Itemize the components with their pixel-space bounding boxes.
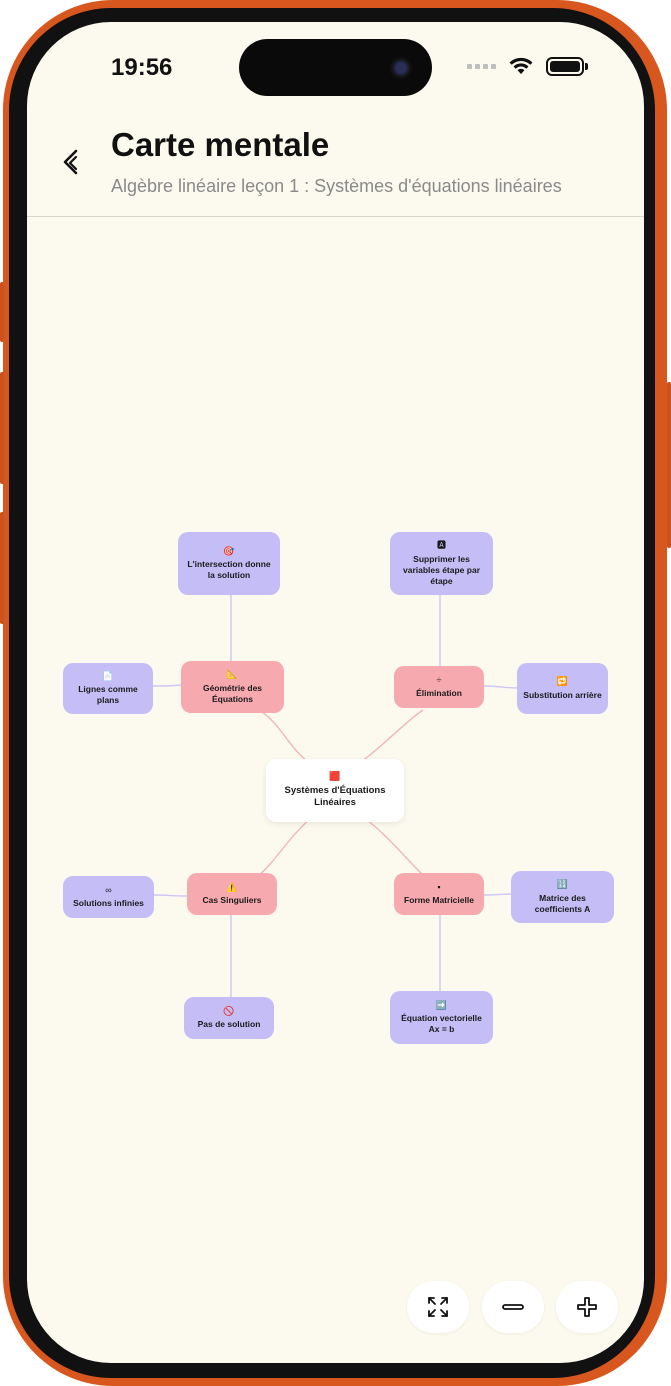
- volume-down-button: [0, 512, 4, 624]
- leaf-label: Supprimer les variables étape par étape: [402, 553, 480, 586]
- branch-node-geometry[interactable]: 📐 Géométrie des Équations: [181, 661, 284, 713]
- header-divider: [27, 216, 644, 217]
- ruler-icon: 📐: [226, 669, 239, 680]
- cellular-signal-icon: [467, 63, 496, 69]
- leaf-node-vector-equation[interactable]: ➡️ Équation vectorielle Ax = b: [390, 991, 493, 1044]
- connector-geometry-lines: [152, 684, 182, 687]
- leaf-label: Matrice des coefficients A: [534, 892, 591, 914]
- branch-label: Élimination: [416, 688, 462, 699]
- fit-view-button[interactable]: [407, 1281, 469, 1333]
- branch-node-matrix[interactable]: ▪ Forme Matricielle: [394, 873, 484, 915]
- target-icon: 🎯: [223, 545, 235, 556]
- battery-icon: [546, 56, 584, 76]
- document-icon: 📄: [102, 670, 114, 681]
- leaf-node-lines-as-planes[interactable]: 📄 Lignes comme plans: [63, 663, 153, 714]
- branch-label: Cas Singuliers: [202, 895, 262, 906]
- status-time: 19:56: [111, 54, 173, 81]
- back-button[interactable]: [57, 147, 89, 179]
- branch-node-singular[interactable]: ⚠️ Cas Singuliers: [187, 873, 277, 915]
- leaf-label: Substitution arrière: [523, 689, 602, 700]
- page-title: Carte mentale: [111, 126, 330, 163]
- leaf-node-coefficient-matrix[interactable]: 🔢 Matrice des coefficients A: [511, 871, 614, 923]
- leaf-label: Pas de solution: [197, 1019, 261, 1030]
- leaf-node-remove-variables[interactable]: 🅰 Supprimer les variables étape par étap…: [390, 532, 493, 595]
- infinity-icon: ∞: [105, 884, 112, 895]
- repeat-icon: 🔁: [556, 676, 569, 687]
- leaf-label: Solutions infinies: [73, 898, 144, 909]
- branch-label: Forme Matricielle: [404, 895, 474, 906]
- connector-elimination-back: [483, 685, 518, 689]
- leaf-node-back-substitution[interactable]: 🔁 Substitution arrière: [517, 663, 608, 714]
- mindmap-canvas[interactable]: 🟥 Systèmes d'Équations Linéaires 📐 Géomé…: [27, 22, 644, 1363]
- numbers-icon: 🔢: [556, 879, 569, 890]
- connector-root-geometry: [258, 709, 308, 762]
- leaf-label: Équation vectorielle Ax = b: [401, 1013, 482, 1035]
- warning-icon: ⚠️: [226, 881, 238, 892]
- letter-a-icon: 🅰: [436, 540, 446, 551]
- zoom-out-button[interactable]: [482, 1281, 544, 1333]
- zoom-in-button[interactable]: [556, 1281, 618, 1333]
- leaf-label: Lignes comme plans: [78, 684, 138, 706]
- connector-singular-infinite: [152, 894, 188, 897]
- branch-node-elimination[interactable]: ÷ Élimination: [394, 666, 484, 708]
- leaf-node-infinite-solutions[interactable]: ∞ Solutions infinies: [63, 876, 154, 918]
- root-icon: 🟥: [329, 771, 341, 782]
- power-button: [667, 382, 671, 548]
- leaf-label: L'intersection donne la solution: [187, 559, 271, 581]
- leaf-node-intersection[interactable]: 🎯 L'intersection donne la solution: [178, 532, 280, 595]
- wifi-icon: [509, 57, 533, 74]
- divide-icon: ÷: [436, 674, 442, 685]
- plus-icon: [577, 1297, 597, 1317]
- camera: [390, 57, 412, 79]
- expand-icon: [428, 1297, 448, 1317]
- minus-icon: [502, 1304, 524, 1310]
- connector-root-elimination: [361, 709, 424, 762]
- dynamic-island: [239, 39, 432, 96]
- mindmap-root-node[interactable]: 🟥 Systèmes d'Équations Linéaires: [266, 759, 404, 822]
- prohibited-icon: 🚫: [223, 1005, 235, 1016]
- chevron-left-icon: [63, 149, 78, 175]
- screen: 19:56 Carte mentale Algèbre linéaire leç…: [27, 22, 644, 1363]
- root-label: Systèmes d'Équations Linéaires: [284, 785, 386, 809]
- connector-root-matrix: [366, 819, 424, 876]
- side-button: [0, 282, 4, 342]
- volume-up-button: [0, 372, 4, 484]
- square-icon: ▪: [437, 881, 441, 892]
- branch-label: Géométrie des Équations: [202, 682, 263, 704]
- page-subtitle: Algèbre linéaire leçon 1 : Systèmes d'éq…: [111, 176, 562, 196]
- status-icons: [467, 56, 588, 76]
- mindmap-connectors: [152, 595, 518, 997]
- connector-matrix-coefficients: [483, 893, 512, 896]
- arrow-right-icon: ➡️: [435, 999, 448, 1010]
- leaf-node-no-solution[interactable]: 🚫 Pas de solution: [184, 997, 274, 1039]
- connector-root-singular: [258, 819, 310, 876]
